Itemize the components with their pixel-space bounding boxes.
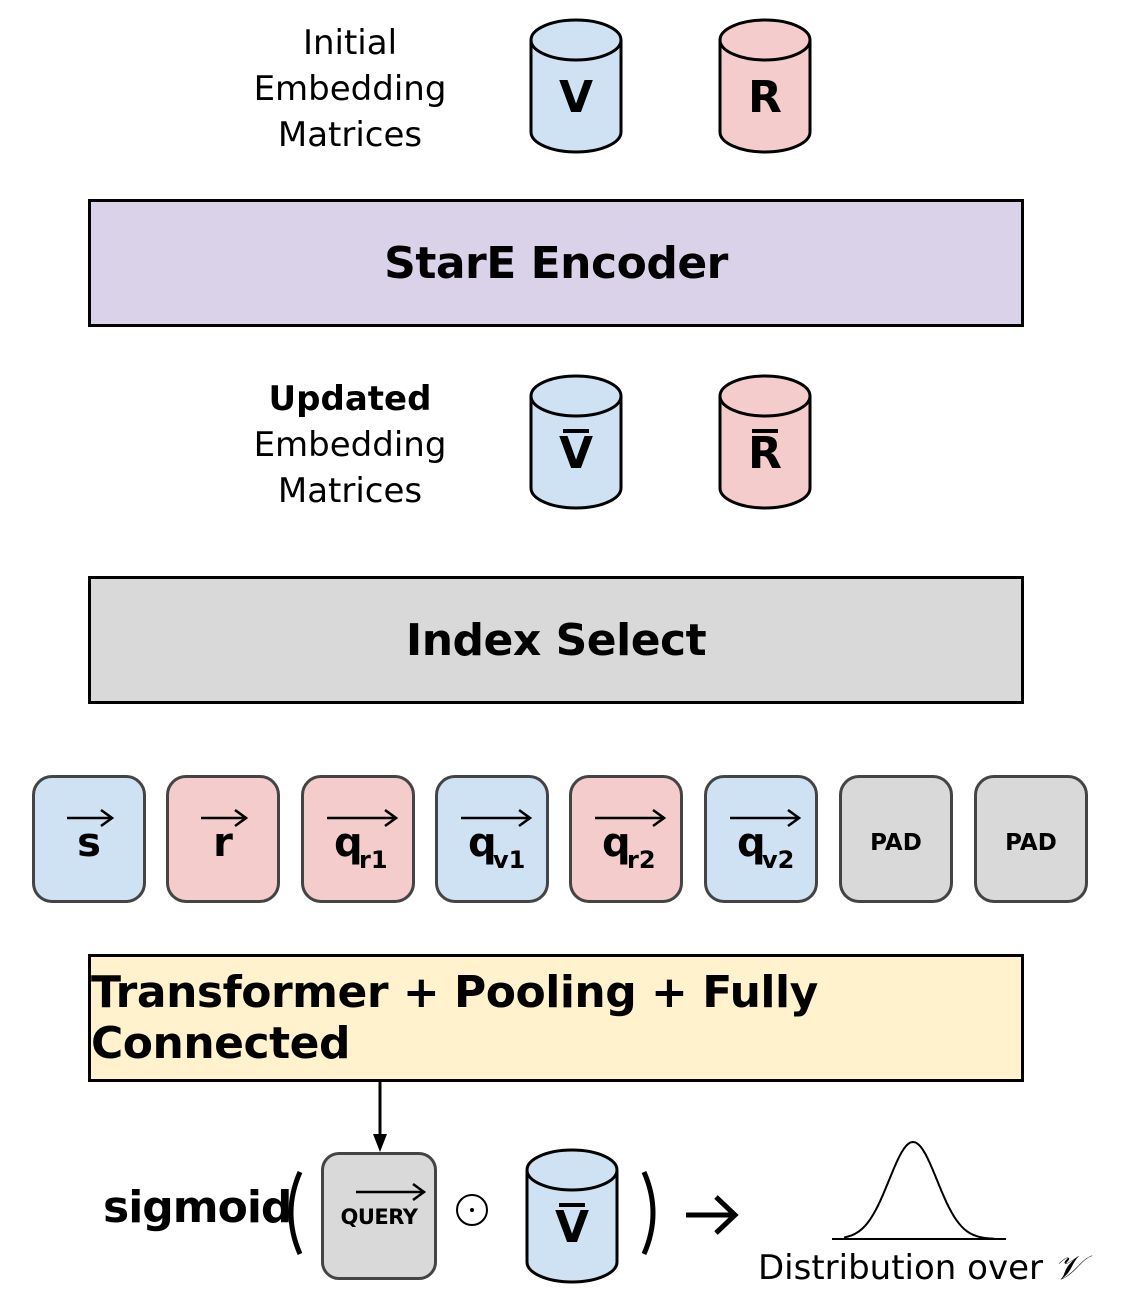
token-symbol: q <box>602 820 631 866</box>
pad-label: PAD <box>1005 830 1057 856</box>
token-symbol: r <box>213 820 233 866</box>
matrix-letter: V <box>555 1202 589 1253</box>
token-subscript: v1 <box>493 846 525 874</box>
matrix-letter: V <box>559 72 593 123</box>
query-label: QUERY <box>340 1205 418 1229</box>
matrix-letter: V <box>559 428 593 479</box>
vocabulary-symbol: 𝒱 <box>1053 1248 1083 1288</box>
open-paren-icon <box>288 1170 303 1256</box>
token-pad-pad: PAD <box>974 775 1088 903</box>
label-line: Initial <box>302 23 398 63</box>
distribution-label: Distribution over 𝒱 <box>758 1248 1082 1288</box>
down-arrow-icon <box>373 1082 387 1152</box>
initial-embedding-label: Initial Embedding Matrices <box>230 20 470 158</box>
right-arrow-icon <box>686 1195 739 1235</box>
updated-embedding-label: Updated Embedding Matrices <box>230 376 470 514</box>
matrix-letter: R <box>748 72 782 123</box>
stare-encoder-label: StarE Encoder <box>384 237 728 289</box>
updated-r-matrix-cylinder-icon: R <box>717 374 813 510</box>
updated-v-matrix-cylinder-icon: V <box>524 1148 620 1284</box>
sigmoid-label: sigmoid <box>103 1182 292 1233</box>
transformer-block: Transformer + Pooling + Fully Connected <box>88 954 1024 1082</box>
label-line: Embedding <box>253 69 447 109</box>
query-arrow-icon <box>356 1182 427 1202</box>
token-symbol: q <box>334 820 363 866</box>
transformer-label: Transformer + Pooling + Fully Connected <box>91 967 818 1069</box>
query-vector-box: QUERY <box>321 1152 437 1280</box>
updated-v-matrix-cylinder-icon: V <box>528 374 624 510</box>
token-symbol: q <box>468 820 497 866</box>
token-pad-pad: PAD <box>839 775 953 903</box>
distribution-text: Distribution over <box>758 1248 1043 1288</box>
pad-label: PAD <box>870 830 922 856</box>
stare-encoder-block: StarE Encoder <box>88 199 1024 327</box>
token-subscript: r2 <box>627 846 656 874</box>
token-symbol: q <box>737 820 766 866</box>
token-subscript: r1 <box>359 846 388 874</box>
label-line: Embedding <box>253 425 447 465</box>
token-entity-s: s <box>32 775 146 903</box>
initial-r-matrix-cylinder-icon: R <box>717 18 813 154</box>
label-line-bold: Updated <box>268 379 432 419</box>
token-relation-r: r <box>166 775 280 903</box>
matrix-letter: R <box>748 428 782 479</box>
index-select-label: Index Select <box>405 614 707 666</box>
close-paren-icon <box>641 1170 656 1256</box>
label-line: Matrices <box>277 471 423 511</box>
index-select-block: Index Select <box>88 576 1024 704</box>
hadamard-product-symbol <box>456 1194 488 1226</box>
token-subscript: v2 <box>762 846 794 874</box>
initial-v-matrix-cylinder-icon: V <box>528 18 624 154</box>
token-symbol: s <box>77 820 101 866</box>
distribution-curve-icon <box>832 1140 1006 1240</box>
distribution-curve <box>843 1140 995 1240</box>
label-line: Matrices <box>277 115 423 155</box>
